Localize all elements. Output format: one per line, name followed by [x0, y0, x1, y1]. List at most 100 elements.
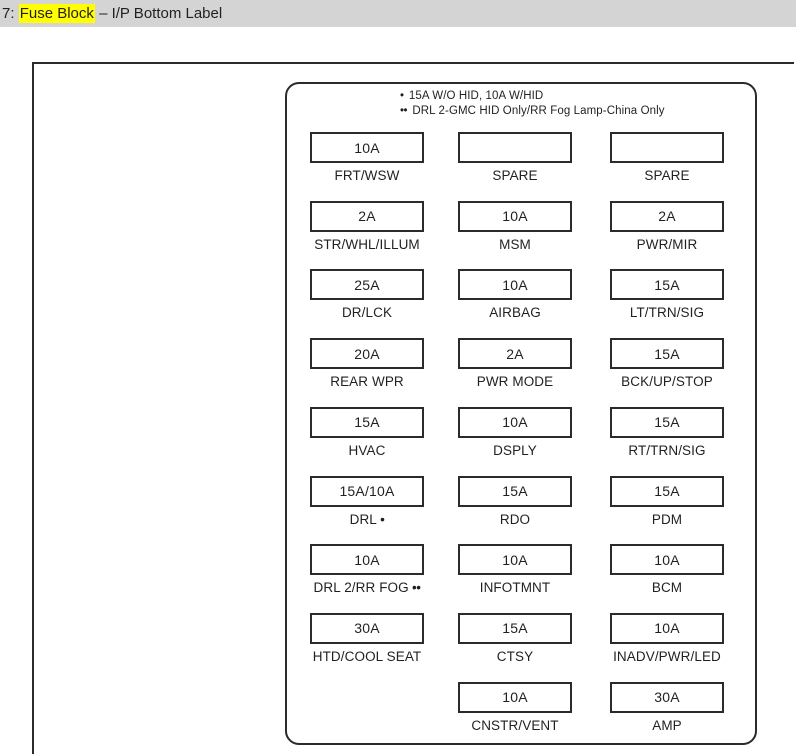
fuse-amperage: 10A: [654, 620, 680, 637]
fuse-cell[interactable]: 2A PWR/MIR: [610, 200, 724, 253]
fuse-slot-box[interactable]: 10A: [310, 544, 424, 576]
fuse-amperage: 10A: [502, 208, 528, 225]
fuse-cell[interactable]: 15A BCK/UP/STOP: [610, 338, 724, 390]
fuse-note-bullet-icon: ••: [408, 580, 421, 596]
fuse-slot-box[interactable]: 10A: [458, 200, 572, 232]
fuse-label-text: AIRBAG: [489, 305, 541, 321]
fuse-amperage: 15A: [654, 276, 680, 293]
fuse-slot-box[interactable]: 15A: [458, 612, 572, 644]
fuse-label-text: INFOTMNT: [479, 580, 551, 596]
fuse-cell[interactable]: 10A DSPLY: [458, 406, 572, 459]
fuse-amperage: 15A: [354, 414, 380, 431]
fuse-amperage: 30A: [654, 689, 680, 706]
fuse-label: BCK/UP/STOP: [610, 374, 724, 390]
fuse-slot-box[interactable]: 15A: [610, 475, 724, 507]
fuse-cell[interactable]: 10A MSM: [458, 200, 572, 253]
fuse-label-text: RT/TRN/SIG: [628, 442, 706, 458]
fuse-label: INFOTMNT: [458, 580, 572, 596]
fuse-label-text: BCK/UP/STOP: [621, 374, 713, 390]
fuse-label-text: MSM: [499, 236, 531, 252]
fuse-amperage: 2A: [358, 208, 376, 225]
fuse-cell[interactable]: 15A RT/TRN/SIG: [610, 406, 724, 459]
page-title: 7: Fuse Block – I/P Bottom Label: [2, 3, 222, 24]
fuse-cell[interactable]: 10A AIRBAG: [458, 269, 572, 321]
fuse-slot-box[interactable]: 2A: [610, 200, 724, 232]
legend-note-1: • 15A W/O HID, 10A W/HID: [400, 89, 740, 104]
fuse-amperage: 2A: [506, 345, 524, 362]
fuse-label: DSPLY: [458, 443, 572, 459]
fuse-slot-box[interactable]: [458, 132, 572, 163]
fuse-label: REAR WPR: [310, 374, 424, 390]
fuse-amperage: 20A: [354, 345, 380, 362]
fuse-slot-box[interactable]: 20A: [310, 338, 424, 370]
fuse-amperage: 10A: [502, 551, 528, 568]
fuse-slot-box[interactable]: [610, 132, 724, 163]
fuse-cell[interactable]: 15A PDM: [610, 475, 724, 528]
fuse-label: BCM: [610, 580, 724, 596]
fuse-slot-box[interactable]: 15A: [310, 406, 424, 438]
fuse-label: CTSY: [458, 649, 572, 665]
fuse-label-text: SPARE: [644, 168, 690, 183]
fuse-cell[interactable]: 15A RDO: [458, 475, 572, 528]
fuse-cell[interactable]: 10A INFOTMNT: [458, 544, 572, 596]
fuse-slot-box[interactable]: 10A: [458, 681, 572, 713]
fuse-amperage: 10A: [502, 276, 528, 293]
fuse-label-text: CNSTR/VENT: [471, 717, 559, 733]
fuse-cell[interactable]: 10A CNSTR/VENT: [458, 681, 572, 734]
fuse-slot-box[interactable]: 10A: [610, 612, 724, 644]
fuse-label-text: PWR/MIR: [636, 236, 698, 252]
fuse-label: STR/WHL/ILLUM: [310, 237, 424, 253]
fuse-slot-box[interactable]: 15A: [610, 269, 724, 301]
fuse-amperage: 15A: [502, 483, 528, 499]
fuse-label: PWR MODE: [458, 374, 572, 390]
fuse-label: FRT/WSW: [310, 168, 424, 184]
fuse-slot-box[interactable]: 15A/10A: [310, 475, 424, 507]
fuse-label: CNSTR/VENT: [458, 718, 572, 734]
fuse-slot-box[interactable]: 25A: [310, 269, 424, 301]
fuse-cell[interactable]: SPARE: [458, 132, 572, 184]
fuse-cell[interactable]: SPARE: [610, 132, 724, 184]
fuse-slot-box[interactable]: 15A: [458, 475, 572, 507]
fuse-amperage: 10A: [354, 551, 380, 568]
fuse-cell[interactable]: 15A CTSY: [458, 612, 572, 665]
fuse-slot-box[interactable]: 10A: [610, 544, 724, 576]
fuse-label-text: RDO: [499, 511, 531, 527]
fuse-label-text: BCM: [651, 580, 683, 596]
fuse-amperage: 15A: [502, 620, 528, 637]
fuse-slot-box[interactable]: 10A: [458, 544, 572, 576]
fuse-slot-box[interactable]: 2A: [458, 338, 572, 370]
fuse-amperage: 15A: [654, 483, 680, 499]
fuse-label: DR/LCK: [310, 305, 424, 321]
fuse-label: MSM: [458, 237, 572, 253]
fuse-amperage: 10A: [654, 551, 680, 568]
fuse-slot-box[interactable]: 30A: [610, 681, 724, 713]
fuse-slot-box[interactable]: 10A: [458, 269, 572, 301]
legend-bullet-icon: ••: [400, 105, 408, 117]
fuse-cell[interactable]: 10A BCM: [610, 544, 724, 596]
fuse-label-text: SPARE: [492, 168, 538, 183]
fuse-cell[interactable]: 2A STR/WHL/ILLUM: [310, 200, 424, 253]
fuse-cell[interactable]: 2A PWR MODE: [458, 338, 572, 390]
fuse-slot-box[interactable]: 30A: [310, 612, 424, 644]
fuse-label-text: PDM: [651, 511, 683, 527]
fuse-cell[interactable]: 20A REAR WPR: [310, 338, 424, 390]
fuse-slot-box[interactable]: 2A: [310, 200, 424, 232]
fuse-slot-box[interactable]: 15A: [610, 338, 724, 370]
fuse-cell[interactable]: 10A FRT/WSW: [310, 132, 424, 184]
fuse-amperage: 15A/10A: [339, 483, 395, 499]
fuse-slot-box[interactable]: 15A: [610, 406, 724, 438]
fuse-label: AIRBAG: [458, 305, 572, 321]
fuse-label: PWR/MIR: [610, 237, 724, 253]
fuse-cell[interactable]: 25A DR/LCK: [310, 269, 424, 321]
fuse-amperage: 25A: [354, 276, 380, 293]
fuse-amperage: 2A: [658, 208, 676, 225]
fuse-slot-box[interactable]: 10A: [458, 406, 572, 438]
fuse-slot-box[interactable]: 10A: [310, 132, 424, 163]
